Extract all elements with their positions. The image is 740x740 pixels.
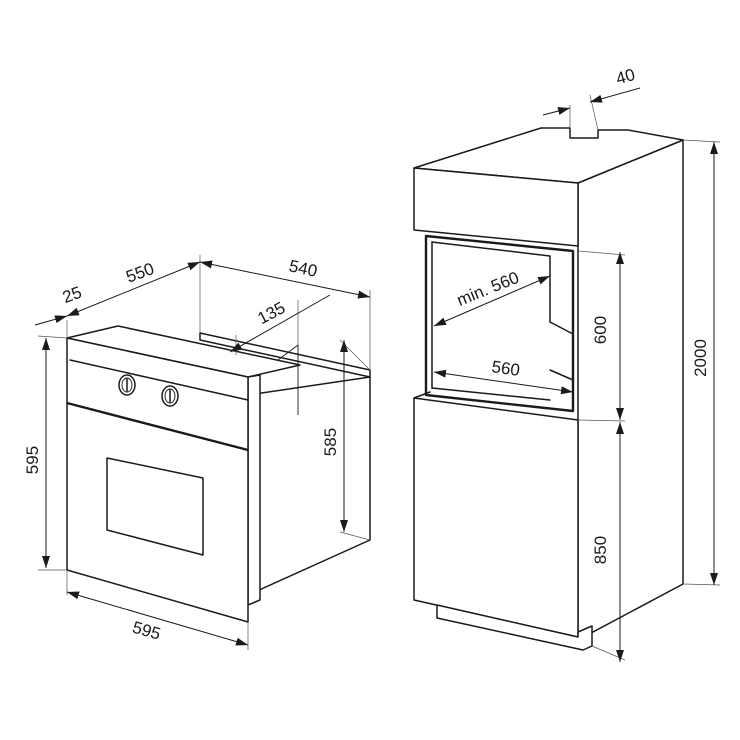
oven-front-side-strip: [247, 374, 261, 606]
niche-inner-right: [549, 321, 574, 335]
label-135: 135: [254, 298, 288, 328]
cabinet-niche-back: [424, 234, 575, 413]
label-595-height: 595: [23, 446, 42, 474]
oven-door-window: [106, 457, 204, 556]
knob-right-icon: [161, 385, 179, 407]
label-600: 600: [591, 316, 610, 344]
control-panel-upper-edge: [69, 359, 249, 401]
dim-40-line-a: [542, 107, 571, 116]
label-25: 25: [60, 283, 84, 307]
dim-40-line-b: [589, 87, 641, 103]
cabinet-upper-front: [413, 167, 579, 247]
dim-560-line: [433, 369, 574, 395]
label-585: 585: [321, 428, 340, 456]
cabinet-top-surface: [413, 127, 684, 184]
label-2000: 2000: [691, 339, 710, 377]
label-850: 850: [591, 536, 610, 564]
label-550: 550: [124, 259, 157, 287]
label-540: 540: [287, 256, 319, 280]
dim-25-line: [34, 315, 68, 326]
oven-dimension-lines: [34, 260, 371, 646]
dim-550-line: [66, 261, 201, 317]
cabinet-lower-door: [413, 397, 579, 638]
niche-inner-depth-top: [431, 241, 551, 323]
dim-595w-line: [66, 591, 249, 646]
lower-door-top-edge: [413, 391, 431, 399]
label-min-560: min. 560: [454, 268, 522, 310]
dim-135-line: [229, 294, 331, 353]
dim-min560-line: [433, 275, 551, 327]
niche-inner-floor: [549, 369, 574, 381]
knob-left-icon: [118, 374, 136, 396]
oven-drawing: [66, 325, 371, 623]
oven-body-side: [247, 376, 371, 596]
cabinet-plinth: [436, 604, 593, 651]
dim-540-line: [199, 260, 371, 299]
cabinet-dimension-lines: [433, 87, 718, 662]
oven-extension-lines: [37, 255, 371, 650]
label-560: 560: [490, 357, 521, 380]
label-40: 40: [614, 65, 637, 88]
control-panel-divider: [66, 401, 249, 452]
cabinet-drawing: [413, 127, 684, 651]
label-595-width: 595: [130, 618, 163, 644]
